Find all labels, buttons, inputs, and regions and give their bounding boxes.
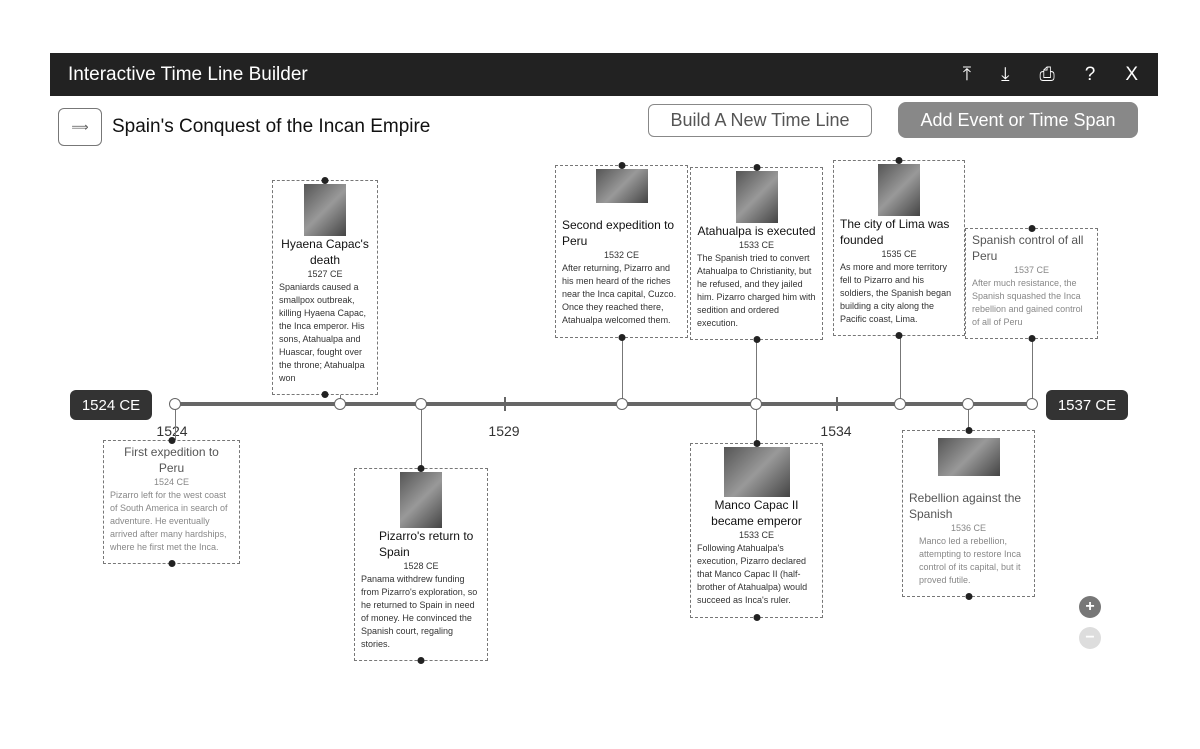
event-text: Pizarro left for the west coast of South…: [110, 490, 228, 552]
help-icon[interactable]: ?: [1084, 63, 1096, 85]
event-image: [400, 472, 442, 528]
upload-icon[interactable]: ⤒: [962, 63, 972, 85]
tick-label: 1524: [156, 423, 188, 439]
card-anchor-dot: [417, 465, 425, 472]
event-text: After much resistance, the Spanish squas…: [972, 278, 1083, 327]
card-anchor-dot: [895, 157, 903, 164]
event-date: 1527 CE: [307, 269, 343, 279]
card-anchor-dot: [618, 334, 625, 341]
event-date: 1524 CE: [153, 477, 190, 487]
timeline-name[interactable]: Spain's Conquest of the Incan Empire: [112, 116, 431, 137]
event-text: Spaniards caused a smallpox outbreak, ki…: [279, 282, 367, 383]
timeline-node[interactable]: [1026, 398, 1038, 410]
start-label: 1524 CE: [70, 390, 152, 420]
card-anchor-dot: [168, 437, 175, 444]
title-bar: Interactive Time Line Builder ⤒ ⤓ ⎙ ? X: [50, 53, 1158, 96]
event-text: As more and more territory fell to Pizar…: [840, 262, 952, 324]
event-title: Atahualpa is executed: [697, 224, 816, 238]
event-date: 1537 CE: [1013, 265, 1050, 275]
event-text: The Spanish tried to convert Atahualpa t…: [697, 253, 816, 328]
card-anchor-dot: [1028, 225, 1035, 232]
connector: [175, 404, 176, 440]
download-icon[interactable]: ⤓: [1001, 63, 1010, 85]
event-text: Manco led a rebellion, attempting to res…: [919, 536, 1022, 585]
event-card[interactable]: First expedition to Peru 1524 CE Pizarro…: [103, 437, 240, 567]
timeline-header: ⟹ Spain's Conquest of the Incan Empire: [58, 108, 430, 146]
event-text: Following Atahualpa's execution, Pizarro…: [697, 543, 808, 605]
card-anchor-dot: [1028, 335, 1035, 342]
event-card[interactable]: Manco Capac II became emperor 1533 CE Fo…: [690, 440, 823, 621]
print-icon[interactable]: ⎙: [1039, 63, 1055, 85]
tick-label: 1534: [820, 423, 852, 439]
event-card[interactable]: Spanish control of all Peru 1537 CE Afte…: [965, 225, 1098, 342]
event-title: Rebellion against the Spanish: [909, 491, 1022, 521]
event-card[interactable]: Atahualpa is executed 1533 CE The Spanis…: [690, 164, 823, 343]
event-date: 1535 CE: [881, 249, 917, 259]
event-date: 1533 CE: [738, 240, 775, 250]
timeline-settings-icon[interactable]: ⟹: [58, 108, 102, 146]
event-title: First expedition to Peru: [124, 445, 219, 475]
add-event-button[interactable]: Add Event or Time Span: [898, 102, 1138, 138]
tick-label: 1529: [488, 423, 520, 439]
event-title: The city of Lima was founded: [840, 217, 950, 247]
card-anchor-dot: [321, 391, 329, 398]
event-card[interactable]: Second expedition to Peru 1532 CE After …: [555, 162, 688, 341]
event-card[interactable]: The city of Lima was founded 1535 CE As …: [833, 157, 965, 339]
timeline-node[interactable]: [962, 398, 974, 410]
card-anchor-dot: [753, 614, 760, 621]
close-icon[interactable]: X: [1125, 63, 1138, 85]
card-anchor-dot: [168, 560, 175, 567]
event-image: [723, 447, 790, 497]
event-title: Spanish control of all Peru: [972, 233, 1084, 263]
card-anchor-dot: [618, 162, 625, 169]
connector: [421, 404, 422, 468]
event-text: Panama withdrew funding from Pizarro's e…: [361, 574, 478, 649]
event-date: 1528 CE: [403, 561, 439, 571]
connector: [900, 322, 901, 404]
event-image: [878, 164, 920, 216]
axis-tick: [836, 397, 838, 411]
card-anchor-dot: [753, 336, 760, 343]
event-title: Pizarro's return to Spain: [379, 529, 474, 559]
card-anchor-dot: [895, 332, 903, 339]
event-image: [304, 184, 346, 236]
timeline-axis: [175, 402, 1033, 406]
connector: [756, 338, 757, 443]
timeline-node[interactable]: [169, 398, 181, 410]
card-anchor-dot: [965, 593, 972, 600]
app-title: Interactive Time Line Builder: [68, 63, 308, 85]
timeline-node[interactable]: [415, 398, 427, 410]
connector: [968, 404, 969, 430]
event-title: Manco Capac II became emperor: [711, 498, 802, 528]
card-anchor-dot: [753, 164, 760, 171]
card-anchor-dot: [417, 657, 425, 664]
axis-tick: [504, 397, 506, 411]
timeline-node[interactable]: [894, 398, 906, 410]
event-date: 1532 CE: [603, 250, 640, 260]
connector: [1032, 335, 1033, 404]
event-card[interactable]: Hyaena Capac's death 1527 CE Spaniards c…: [272, 177, 378, 398]
timeline-node[interactable]: [616, 398, 628, 410]
event-date: 1533 CE: [738, 530, 775, 540]
event-image: [937, 438, 1000, 476]
card-anchor-dot: [965, 427, 972, 434]
timeline-node[interactable]: [750, 398, 762, 410]
event-title: Second expedition to Peru: [562, 218, 675, 248]
event-title: Hyaena Capac's death: [281, 237, 369, 267]
zoom-in-button[interactable]: +: [1079, 596, 1101, 618]
build-new-timeline-button[interactable]: Build A New Time Line: [648, 104, 872, 137]
connector: [622, 338, 623, 404]
event-card[interactable]: Pizarro's return to Spain 1528 CE Panama…: [354, 465, 488, 664]
event-date: 1536 CE: [950, 523, 987, 533]
timeline-node[interactable]: [334, 398, 346, 410]
card-anchor-dot: [753, 440, 760, 447]
zoom-out-button[interactable]: −: [1079, 627, 1101, 649]
event-image: [735, 171, 778, 223]
card-anchor-dot: [321, 177, 329, 184]
end-label: 1537 CE: [1046, 390, 1128, 420]
event-text: After returning, Pizarro and his men hea…: [562, 263, 677, 325]
event-card[interactable]: Rebellion against the Spanish 1536 CE Ma…: [902, 427, 1035, 600]
event-image: [595, 169, 648, 203]
